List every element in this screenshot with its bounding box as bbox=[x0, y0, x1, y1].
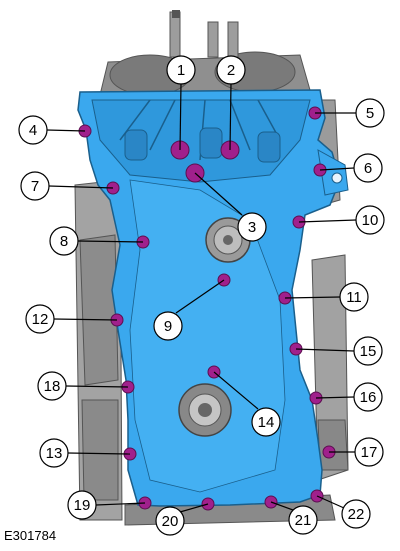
callout-6 bbox=[353, 153, 383, 183]
callout-label: 3 bbox=[248, 219, 256, 236]
callout-16 bbox=[353, 382, 383, 412]
callout-4 bbox=[18, 115, 48, 145]
callout-label: 11 bbox=[346, 289, 362, 306]
callouts: 1 2 3 4 5 6 7 8 9 10 bbox=[18, 55, 385, 536]
callout-20 bbox=[155, 506, 185, 536]
callout-label: 18 bbox=[44, 378, 61, 395]
callout-1 bbox=[166, 55, 196, 85]
callout-13 bbox=[39, 438, 69, 468]
callout-12 bbox=[25, 304, 55, 334]
callout-3 bbox=[237, 212, 267, 242]
callout-11 bbox=[339, 282, 369, 312]
callout-5 bbox=[355, 98, 385, 128]
callout-22 bbox=[341, 499, 371, 529]
timing-cover bbox=[77, 89, 349, 507]
callout-9 bbox=[153, 311, 183, 341]
callout-label: 22 bbox=[348, 506, 365, 523]
callout-label: 8 bbox=[60, 233, 68, 250]
callout-label: 1 bbox=[177, 62, 185, 79]
callout-label: 14 bbox=[258, 414, 275, 431]
callout-10 bbox=[355, 205, 385, 235]
callout-label: 2 bbox=[227, 62, 235, 79]
callout-17 bbox=[354, 437, 384, 467]
callout-label: 4 bbox=[29, 122, 37, 139]
callout-label: 19 bbox=[74, 497, 91, 514]
callout-label: 20 bbox=[162, 513, 179, 530]
callout-label: 5 bbox=[366, 105, 374, 122]
callout-label: 7 bbox=[31, 178, 39, 195]
callout-label: 10 bbox=[362, 212, 379, 229]
callout-14 bbox=[251, 407, 281, 437]
callout-label: 17 bbox=[361, 444, 378, 461]
callout-7 bbox=[20, 171, 50, 201]
callout-label: 9 bbox=[164, 318, 172, 335]
callout-label: 21 bbox=[295, 512, 312, 529]
callout-label: 12 bbox=[32, 311, 49, 328]
callout-15 bbox=[353, 336, 383, 366]
callout-18 bbox=[37, 371, 67, 401]
figure-id: E301784 bbox=[4, 528, 57, 543]
callout-21 bbox=[288, 505, 318, 535]
callout-label: 16 bbox=[360, 389, 377, 406]
callout-2 bbox=[216, 55, 246, 85]
callout-label: 13 bbox=[46, 445, 63, 462]
callout-19 bbox=[67, 490, 97, 520]
callout-label: 15 bbox=[360, 343, 377, 360]
callout-8 bbox=[49, 226, 79, 256]
callout-label: 6 bbox=[364, 160, 372, 177]
